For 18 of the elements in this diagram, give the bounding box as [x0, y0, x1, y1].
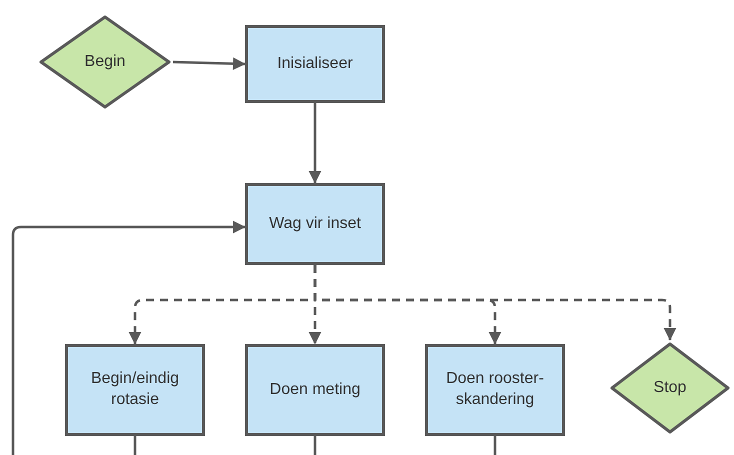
node-label: Doen meting: [268, 380, 362, 400]
decision-diamond: [37, 13, 173, 111]
arrow: [12, 220, 246, 455]
arrow: [172, 57, 246, 70]
process-box: [245, 25, 385, 103]
process-box: [65, 344, 205, 436]
node-label: Stop: [652, 378, 688, 398]
process-box: [245, 183, 385, 265]
arrow: [314, 265, 676, 341]
node-label: Wag vir inset: [268, 214, 362, 234]
node-label: Begin/eindig rotasie: [90, 369, 180, 410]
process-box: [245, 344, 385, 436]
process-box: [425, 344, 565, 436]
node-label: Begin: [84, 52, 126, 72]
decision-diamond: [608, 340, 732, 436]
arrow: [308, 103, 322, 184]
node-label: Doen rooster-skandering: [445, 369, 545, 410]
node-label: Inisialiseer: [276, 54, 354, 74]
